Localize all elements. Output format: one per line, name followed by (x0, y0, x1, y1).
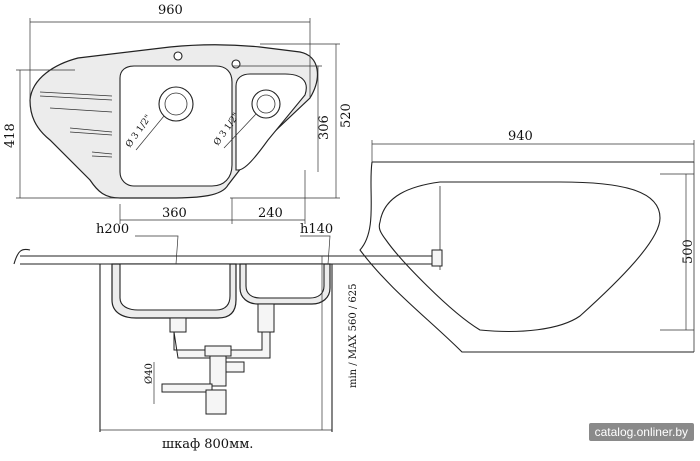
depth-left-label: h200 (96, 222, 129, 237)
dim-360: 360 (162, 206, 187, 221)
right-drain-fitting (257, 303, 275, 333)
trap-body (209, 355, 227, 387)
pipe-diameter-label: Ø40 (144, 363, 155, 384)
dim-500: 500 (681, 239, 696, 264)
drain-outlet (161, 383, 213, 393)
left-bowl (119, 65, 233, 187)
dim-940: 940 (508, 129, 533, 144)
right-drain (251, 89, 281, 119)
depth-right-label: h140 (300, 222, 333, 237)
cabinet-top-view: 940 500 (359, 129, 696, 353)
cabinet-sink-shape (378, 181, 661, 332)
left-drain-fitting (169, 317, 187, 333)
tap-hole (173, 51, 183, 61)
tap-hole-2 (231, 59, 241, 69)
sink-top-view: Ø 3 1/2" Ø 3 1/2" 960 418 306 520 360 24… (3, 3, 354, 224)
cabinet-outline (359, 161, 694, 353)
watermark: catalog.onliner.by (588, 423, 694, 441)
dim-240: 240 (258, 206, 283, 221)
right-bowl (235, 73, 307, 171)
connecting-pipe (173, 331, 271, 359)
cabinet-label: шкаф 800мм. (162, 437, 253, 452)
minmax-label: min / MAX 560 / 625 (348, 283, 359, 388)
left-drain (158, 86, 194, 122)
dim-960: 960 (158, 3, 183, 18)
dim-520: 520 (339, 103, 354, 128)
side-section-view: h200 h140 Ø40 min / MAX 560 / 625 шкаф 8… (13, 222, 443, 452)
dim-306: 306 (317, 115, 332, 140)
dim-418: 418 (3, 123, 18, 148)
